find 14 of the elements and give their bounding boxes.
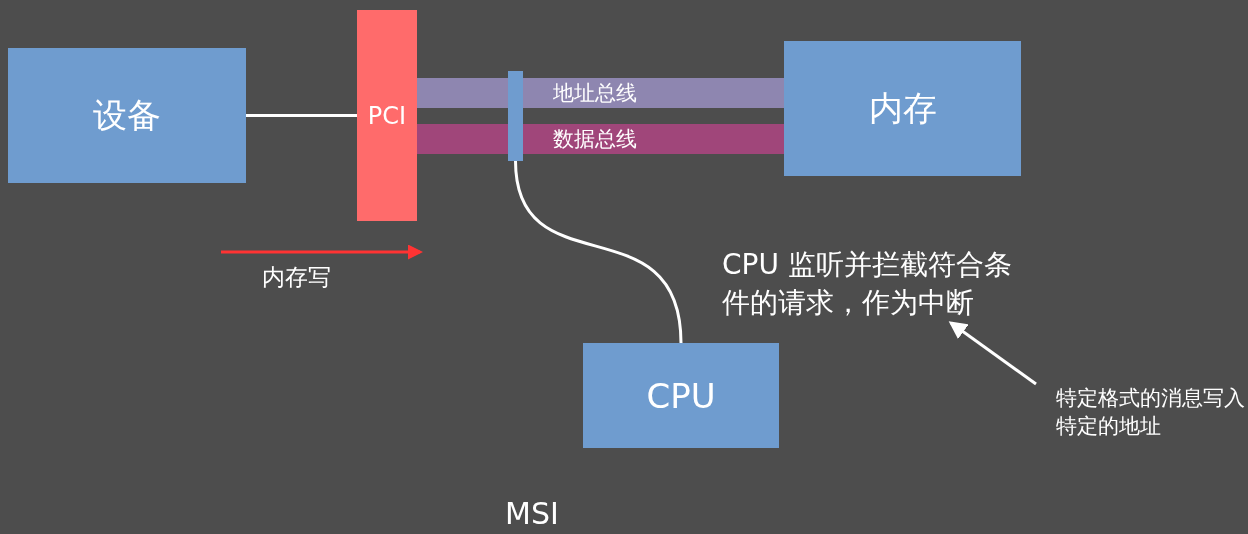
bus-band: 地址总线 [417,78,784,108]
pci-bar: PCI [357,10,417,221]
arrow [948,321,1037,386]
arrow-label: 内存写 [262,263,331,292]
note-text: CPU 监听并拦截符合条件的请求，作为中断 [722,246,1012,318]
connector-line [246,114,357,117]
memory-box: 内存 [784,41,1021,176]
cpu-box: CPU [583,343,779,448]
bus-band: 数据总线 [417,124,784,154]
caption: MSI [505,496,559,531]
device-box: 设备 [8,48,246,183]
connector-line [514,160,683,344]
note-text: 特定格式的消息写入特定的地址 [1056,384,1248,440]
bus-tap-bar [508,71,523,161]
